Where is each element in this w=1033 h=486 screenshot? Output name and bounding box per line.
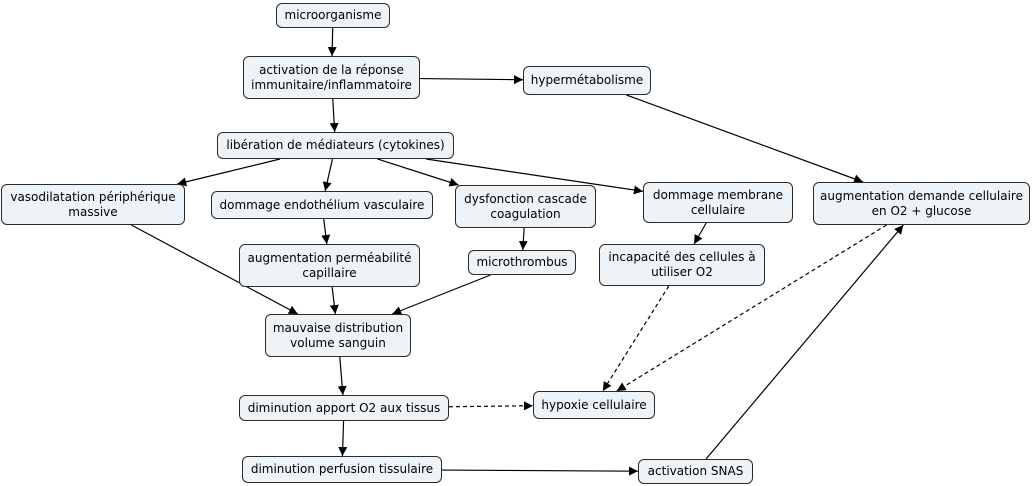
node-microthrombus[interactable]: microthrombus bbox=[468, 250, 576, 275]
node-diminution-perfusion[interactable]: diminution perfusion tissulaire bbox=[242, 456, 442, 483]
node-dysfonction-coagulation[interactable]: dysfonction cascade coagulation bbox=[455, 185, 596, 228]
edge-activation_reponse-to-hypermetabolisme bbox=[419, 75, 524, 85]
edge-dommage_membrane-to-incapacite_cellules bbox=[693, 222, 707, 245]
edge-diminution_apport-to-diminution_perfusion bbox=[338, 420, 348, 457]
node-vasodilatation[interactable]: vasodilatation périphérique massive bbox=[1, 184, 185, 225]
node-mauvaise-distribution[interactable]: mauvaise distribution volume sanguin bbox=[265, 314, 411, 357]
node-diminution-apport[interactable]: diminution apport O2 aux tissus bbox=[239, 395, 449, 421]
node-augmentation-demande[interactable]: augmentation demande cellulaire en O2 + … bbox=[813, 182, 1030, 225]
edge-mauvaise_distribution-to-diminution_apport bbox=[337, 356, 347, 396]
node-activation-snas[interactable]: activation SNAS bbox=[638, 459, 753, 484]
edge-microthrombus-to-mauvaise_distribution bbox=[391, 274, 491, 315]
edge-augmentation_demande-to-hypoxie_cellulaire bbox=[616, 224, 887, 392]
edge-dysfonction_coagulation-to-microthrombus bbox=[518, 227, 528, 251]
node-hypermetabolisme[interactable]: hypermétabolisme bbox=[523, 66, 651, 95]
edge-augmentation_permeabilite-to-mauvaise_distribution bbox=[329, 286, 339, 315]
edge-vasodilatation-to-mauvaise_distribution bbox=[131, 224, 299, 315]
node-incapacite-cellules[interactable]: incapacité des cellules à utiliser O2 bbox=[599, 244, 765, 286]
edge-microorganisme-to-activation_reponse bbox=[327, 27, 337, 57]
edge-liberation_mediateurs-to-dommage_endothelium bbox=[322, 158, 334, 192]
node-liberation-mediateurs[interactable]: libération de médiateurs (cytokines) bbox=[217, 132, 454, 159]
node-hypoxie-cellulaire[interactable]: hypoxie cellulaire bbox=[533, 391, 655, 419]
node-dommage-endothelium[interactable]: dommage endothélium vasculaire bbox=[211, 191, 433, 219]
node-dommage-membrane[interactable]: dommage membrane cellulaire bbox=[643, 182, 793, 223]
edge-hypermetabolisme-to-augmentation_demande bbox=[626, 94, 864, 184]
edge-dommage_endothelium-to-augmentation_permeabilite bbox=[321, 218, 331, 245]
node-microorganisme[interactable]: microorganisme bbox=[276, 3, 390, 28]
edge-diminution_apport-to-hypoxie_cellulaire bbox=[448, 401, 534, 411]
edge-liberation_mediateurs-to-dysfonction_coagulation bbox=[377, 158, 459, 187]
edge-activation_reponse-to-liberation_mediateurs bbox=[329, 98, 339, 133]
edge-diminution_perfusion-to-activation_snas bbox=[441, 466, 639, 476]
node-augmentation-permeabilite[interactable]: augmentation perméabilité capillaire bbox=[239, 244, 420, 287]
node-activation-reponse[interactable]: activation de la réponse immunitaire/inf… bbox=[243, 56, 420, 99]
edge-liberation_mediateurs-to-dommage_membrane bbox=[426, 158, 644, 195]
edge-incapacite_cellules-to-hypoxie_cellulaire bbox=[602, 285, 670, 392]
edge-activation_snas-to-augmentation_demande bbox=[705, 224, 904, 460]
edge-liberation_mediateurs-to-vasodilatation bbox=[177, 158, 281, 187]
